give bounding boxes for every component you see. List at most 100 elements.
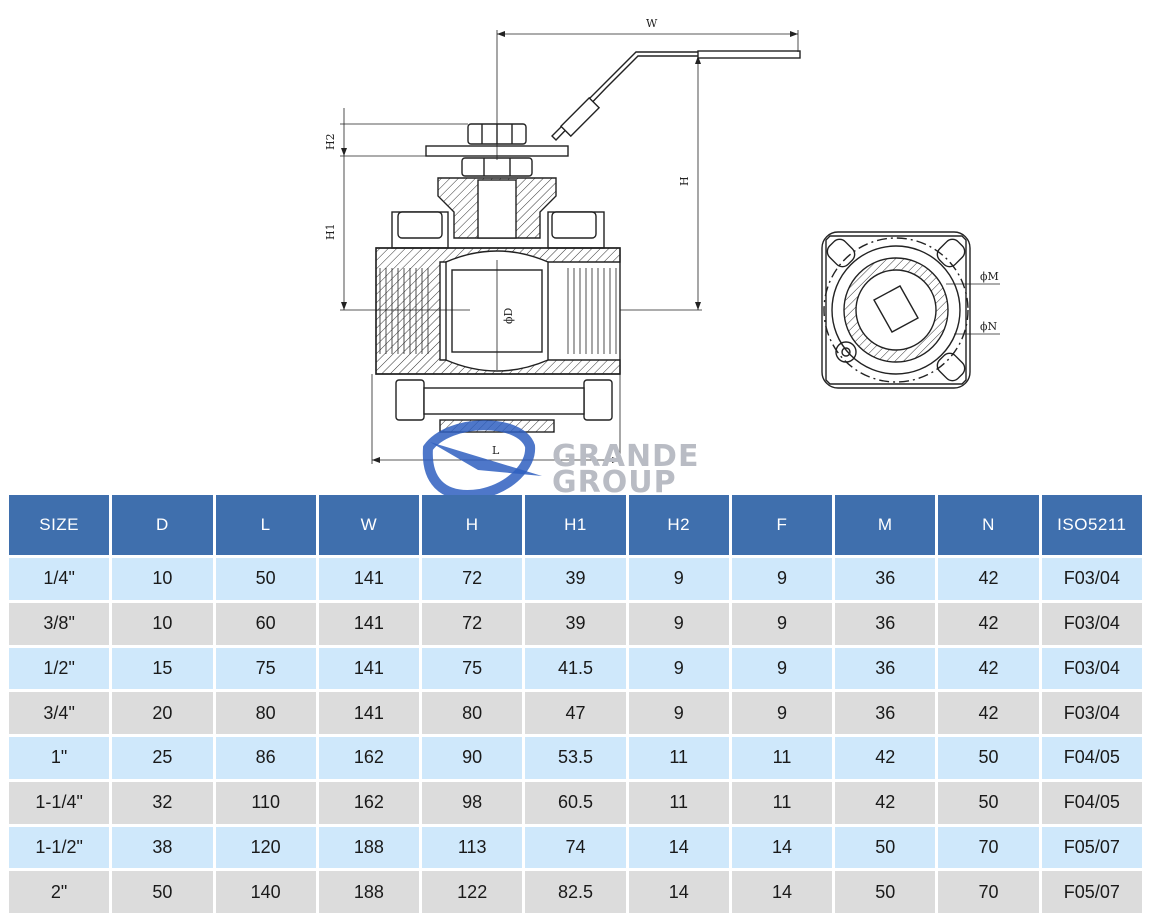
table-cell: 110 [215, 781, 316, 824]
dim-label-w: W [646, 17, 658, 30]
table-cell: 9 [628, 558, 729, 600]
dim-label-l: L [492, 444, 500, 457]
dim-label-h1: H1 [324, 223, 337, 240]
col-header-h: H [422, 495, 523, 555]
svg-text:GRANDE: GRANDE [552, 439, 699, 474]
table-cell: 140 [215, 871, 316, 913]
table-header-row: SIZE D L W H H1 H2 F M N ISO5211 [9, 495, 1142, 555]
table-cell: 70 [938, 826, 1039, 869]
table-cell: 10 [112, 602, 213, 645]
svg-text:GROUP: GROUP [552, 465, 677, 498]
table-cell: 141 [318, 558, 420, 600]
col-header-iso5211: ISO5211 [1041, 495, 1142, 555]
table-cell: 141 [318, 692, 420, 734]
table-cell: 9 [628, 692, 729, 734]
table-cell: 60 [215, 602, 316, 645]
specification-table: SIZE D L W H H1 H2 F M N ISO5211 1/4"10 5… [6, 492, 1145, 916]
table-cell: 42 [835, 781, 936, 824]
table-cell: 42 [938, 692, 1039, 734]
table-cell: 39 [525, 558, 626, 600]
table-cell: 2" [9, 871, 110, 913]
table-cell: F03/04 [1041, 692, 1142, 734]
table-cell: 14 [731, 871, 833, 913]
table-cell: 10 [112, 558, 213, 600]
table-cell: 50 [112, 871, 213, 913]
table-cell: 188 [318, 826, 420, 869]
valve-technical-drawing: W H H1 H2 L ϕD ϕM ϕN [324, 17, 1000, 464]
table-cell: 98 [422, 781, 523, 824]
table-cell: 141 [318, 602, 420, 645]
table-cell: 25 [112, 737, 213, 779]
table-cell: 70 [938, 871, 1039, 913]
table-cell: 11 [628, 781, 729, 824]
table-cell: 9 [731, 647, 833, 690]
table-cell: 53.5 [525, 737, 626, 779]
dim-label-h: H [678, 176, 691, 186]
table-cell: 39 [525, 602, 626, 645]
table-cell: 1/4" [9, 558, 110, 600]
table-cell: 36 [835, 558, 936, 600]
table-cell: 14 [628, 826, 729, 869]
table-cell: 42 [938, 647, 1039, 690]
table-cell: 11 [628, 737, 729, 779]
table-cell: 9 [731, 602, 833, 645]
table-cell: 3/4" [9, 692, 110, 734]
table-cell: 50 [938, 737, 1039, 779]
table-cell: 162 [318, 781, 420, 824]
table-cell: 120 [215, 826, 316, 869]
col-header-h2: H2 [628, 495, 729, 555]
table-cell: 14 [628, 871, 729, 913]
table-cell: F05/07 [1041, 871, 1142, 913]
table-cell: 50 [835, 871, 936, 913]
table-cell: 1" [9, 737, 110, 779]
table-cell: F05/07 [1041, 826, 1142, 869]
col-header-n: N [938, 495, 1039, 555]
table-cell: 75 [422, 647, 523, 690]
dim-label-n: ϕN [980, 320, 997, 333]
col-header-f: F [731, 495, 833, 555]
table-cell: 42 [835, 737, 936, 779]
table-cell: 11 [731, 737, 833, 779]
dimension-lines [340, 30, 799, 464]
table-cell: 9 [628, 602, 729, 645]
table-cell: 9 [628, 647, 729, 690]
table-cell: F03/04 [1041, 602, 1142, 645]
table-cell: 80 [422, 692, 523, 734]
table-cell: 141 [318, 647, 420, 690]
dim-label-d: ϕD [502, 308, 515, 324]
table-cell: 80 [215, 692, 316, 734]
table-cell: 60.5 [525, 781, 626, 824]
table-cell: 36 [835, 602, 936, 645]
table-cell: 162 [318, 737, 420, 779]
table-cell: 38 [112, 826, 213, 869]
table-cell: F03/04 [1041, 558, 1142, 600]
table-cell: 86 [215, 737, 316, 779]
table-cell: 42 [938, 558, 1039, 600]
table-cell: 3/8" [9, 602, 110, 645]
dim-label-m: ϕM [980, 270, 999, 283]
col-header-l: L [215, 495, 316, 555]
table-cell: 36 [835, 692, 936, 734]
table-cell: 20 [112, 692, 213, 734]
table-cell: 72 [422, 602, 523, 645]
col-header-w: W [318, 495, 420, 555]
table-cell: 188 [318, 871, 420, 913]
table-cell: 50 [835, 826, 936, 869]
table-cell: F04/05 [1041, 781, 1142, 824]
table-cell: 90 [422, 737, 523, 779]
table-cell: F04/05 [1041, 737, 1142, 779]
col-header-m: M [835, 495, 936, 555]
table-cell: 113 [422, 826, 523, 869]
table-cell: 36 [835, 647, 936, 690]
table-cell: 14 [731, 826, 833, 869]
table-cell: 42 [938, 602, 1039, 645]
table-cell: 1-1/2" [9, 826, 110, 869]
table-cell: 82.5 [525, 871, 626, 913]
table-cell: 11 [731, 781, 833, 824]
